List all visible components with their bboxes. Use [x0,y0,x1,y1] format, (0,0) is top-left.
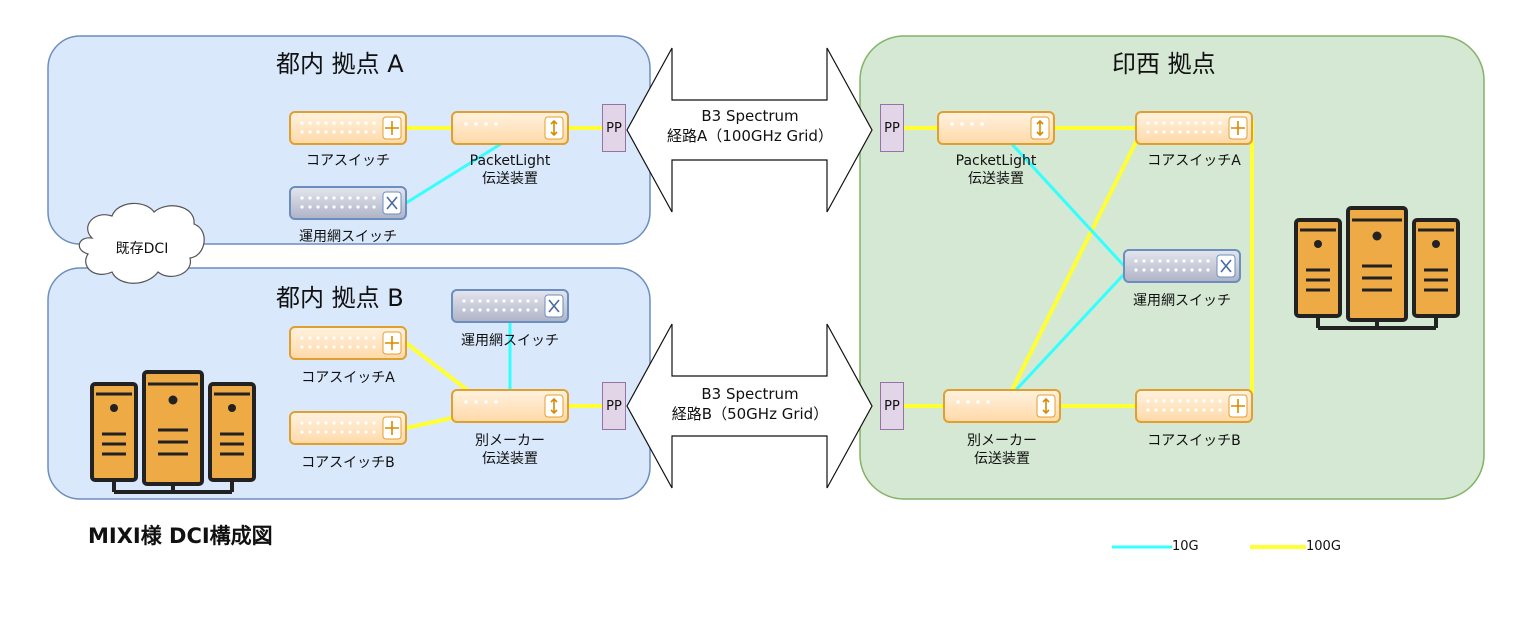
site-b-patch-panel: PP [602,382,626,430]
inzai-core-switch-b-label: コアスイッチB [1147,433,1241,449]
site-a-title: 都内 拠点 A [276,50,404,78]
site-a-core-switch-label: コアスイッチ [306,153,390,169]
site-a-ops-switch-icon [289,186,407,220]
existing-dci-cloud [78,202,205,284]
diagram-caption: MIXI様 DCI構成図 [88,524,273,548]
link-b-coreb-transport [405,416,453,430]
site-a-transport-icon [451,111,569,145]
inzai-ops-switch-icon [1123,249,1241,283]
site-b-transport-icon [451,389,569,423]
site-b-ops-switch-icon [451,289,569,323]
site-a-core-switch-icon [289,111,407,145]
route-a-label-2: 経路A（100GHz Grid） [667,127,833,145]
inzai-patch-panel-bottom: PP [880,382,904,430]
site-b-core-switch-b-label: コアスイッチB [301,455,395,471]
inzai-transport-top-label-1: PacketLight [955,153,1037,169]
existing-dci-label: 既存DCI [115,241,169,257]
inzai-transport-bottom-label-1: 別メーカー [967,433,1037,449]
link-b-corea-transport [404,341,472,394]
site-b-title: 都内 拠点 B [276,284,404,312]
inzai-transport-top-label-2: 伝送装置 [968,171,1024,187]
legend-10g-label: 10G [1172,539,1199,554]
link-i-transport-top-ops [1008,140,1128,270]
route-b-label-2: 経路B（50GHz Grid） [671,405,829,423]
inzai-patch-panel-top: PP [880,104,904,152]
site-a-patch-panel: PP [602,104,626,152]
route-b-label-1: B3 Spectrum [701,385,799,403]
site-b-transport-label-2: 伝送装置 [482,451,538,467]
site-b-core-switch-b-icon [289,411,407,445]
inzai-core-switch-a-icon [1135,111,1253,145]
link-i-transport-bottom-ops [1014,270,1128,392]
inzai-server-icon [1294,206,1460,330]
site-b-ops-switch-label: 運用網スイッチ [461,333,559,349]
route-b-arrow [626,323,873,489]
inzai-transport-top-icon [937,111,1055,145]
site-b-server-icon [90,370,256,494]
site-a-transport-label-1: PacketLight [469,153,551,169]
site-a-transport-label-2: 伝送装置 [482,171,538,187]
inzai-core-switch-b-icon [1135,389,1253,423]
inzai-ops-switch-label: 運用網スイッチ [1133,293,1231,309]
site-a-ops-switch-label: 運用網スイッチ [299,229,397,245]
inzai-transport-bottom-icon [943,389,1061,423]
route-a-arrow [626,47,873,213]
inzai-transport-bottom-label-2: 伝送装置 [974,451,1030,467]
site-b-transport-label-1: 別メーカー [475,433,545,449]
legend-100g-label: 100G [1306,539,1341,554]
inzai-site-title: 印西 拠点 [1112,50,1216,78]
site-b-core-switch-a-icon [289,326,407,360]
route-a-label-1: B3 Spectrum [701,107,799,125]
inzai-core-switch-a-label: コアスイッチA [1147,153,1241,169]
link-a-ops-transport [405,140,505,205]
link-i-corea-transport-bottom [1010,133,1142,391]
site-b-core-switch-a-label: コアスイッチA [301,370,395,386]
